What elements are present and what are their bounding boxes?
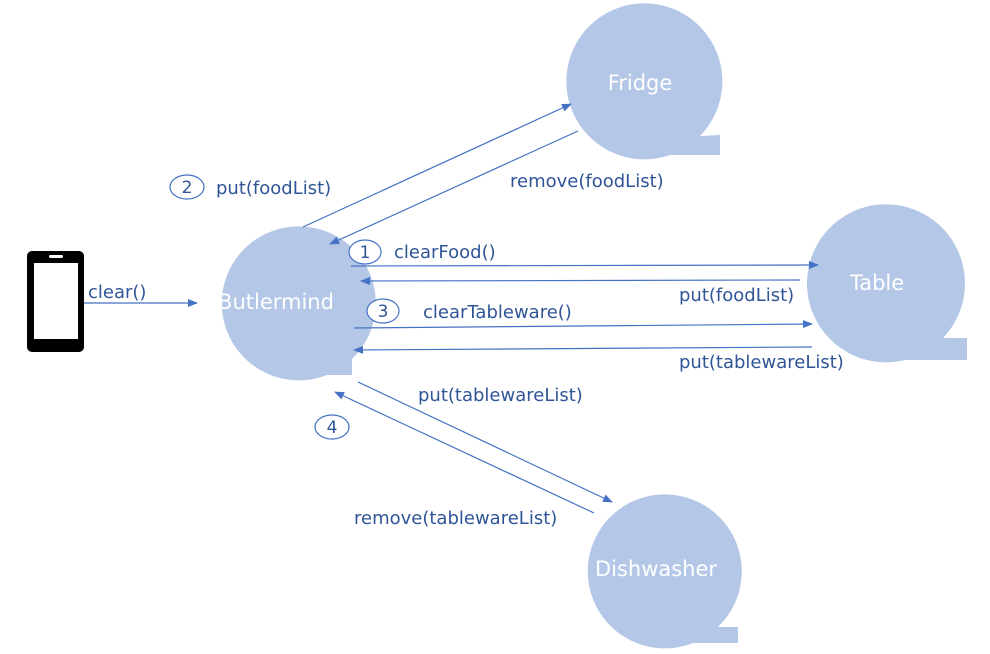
node-butlermind: Butlermind xyxy=(218,226,376,381)
node-fridge: Fridge xyxy=(566,3,723,160)
label-put-foodlist-fridge: put(foodList) xyxy=(216,178,331,199)
step-4-label: 4 xyxy=(327,418,338,438)
step-3-label: 3 xyxy=(378,302,389,322)
step-1: 1 xyxy=(348,239,382,265)
label-clear-food: clearFood() xyxy=(394,242,496,263)
arrow-remove-foodlist-from-fridge xyxy=(329,130,579,245)
label-put-foodlist-table: put(foodList) xyxy=(679,285,794,306)
node-table-label: Table xyxy=(849,271,904,295)
label-clear: clear() xyxy=(88,282,146,303)
step-4: 4 xyxy=(314,414,350,440)
node-fridge-label: Fridge xyxy=(608,71,673,95)
smartphone-icon xyxy=(27,251,84,352)
arrow-put-tablewarelist-from-table xyxy=(353,345,813,354)
label-put-tablewarelist-table: put(tablewareList) xyxy=(679,352,844,373)
arrow-put-foodlist-to-fridge xyxy=(302,103,572,228)
arrow-put-foodlist-from-table xyxy=(360,276,801,285)
step-2-label: 2 xyxy=(182,178,193,198)
label-clear-tableware: clearTableware() xyxy=(423,302,572,323)
label-put-tablewarelist-dishwasher: put(tablewareList) xyxy=(418,385,583,406)
step-2: 2 xyxy=(169,174,205,200)
label-remove-foodlist: remove(foodList) xyxy=(510,171,664,192)
step-3: 3 xyxy=(366,298,400,324)
arrow-clear-food xyxy=(350,261,819,270)
node-dishwasher-label: Dishwasher xyxy=(595,557,717,581)
node-butlermind-label: Butlermind xyxy=(218,290,334,314)
node-dishwasher: Dishwasher xyxy=(587,494,742,649)
arrow-clear-tableware xyxy=(353,320,813,329)
node-table: Table xyxy=(806,204,967,363)
label-remove-tablewarelist: remove(tablewareList) xyxy=(354,508,557,529)
step-1-label: 1 xyxy=(360,243,371,263)
arrow-put-tablewarelist-to-dishwasher xyxy=(357,381,613,503)
arrow-remove-tablewarelist-from-dishwasher xyxy=(334,391,595,514)
